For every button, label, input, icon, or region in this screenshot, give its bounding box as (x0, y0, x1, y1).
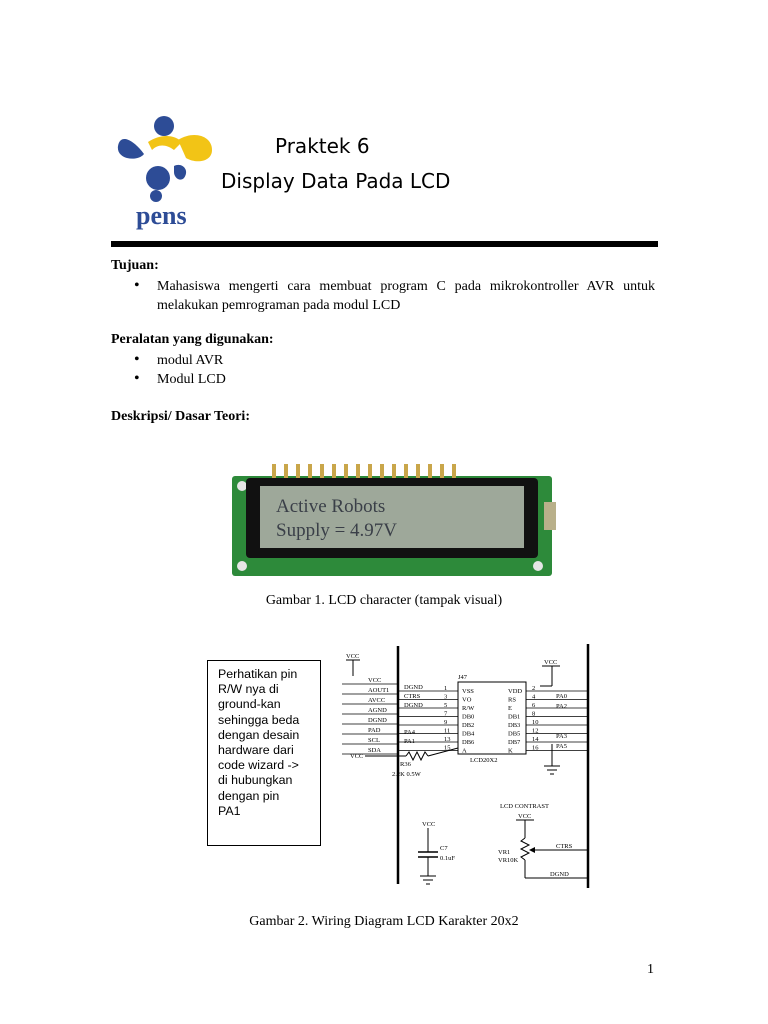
vcc-label-cap: VCC (422, 821, 435, 828)
pin-number: 1 (444, 685, 447, 692)
pin-label: A (462, 748, 467, 755)
vcc-label-left: VCC (346, 653, 359, 660)
tujuan-list: Mahasiswa mengerti cara membuat program … (111, 276, 655, 315)
pin-label: VO (462, 697, 472, 704)
lcd-photo: Active Robots Supply = 4.97V (232, 464, 556, 576)
pin-number: 8 (532, 711, 535, 718)
net-label: PA0 (556, 693, 567, 700)
logo-text: pens (136, 201, 187, 230)
pin-label: R/W (462, 705, 475, 712)
header-rule (111, 241, 658, 247)
pin-number: 3 (444, 694, 447, 701)
tujuan-heading: Tujuan: (111, 258, 159, 273)
net-label: AOUT1 (368, 687, 389, 694)
pin-label: DB3 (508, 722, 520, 729)
pin-label: DB2 (462, 722, 474, 729)
pin-number: 11 (444, 728, 450, 735)
figure1-caption: Gambar 1. LCD character (tampak visual) (265, 593, 503, 608)
pin-number: 9 (444, 719, 447, 726)
net-label: DGND (404, 684, 423, 691)
lcd-text-line2: Supply = 4.97V (276, 520, 397, 541)
lcd-contrast-label: LCD CONTRAST (500, 803, 549, 810)
net-label: PA1 (404, 738, 415, 745)
resistor-ref: R36 (400, 761, 412, 768)
pin-label: DB6 (462, 739, 475, 746)
cap-ref: C7 (440, 845, 448, 852)
practice-number: Praktek 6 (275, 134, 370, 158)
pin-label: VSS (462, 688, 474, 695)
net-label: PAD (368, 727, 381, 734)
pin-number: 5 (444, 702, 447, 709)
net-label: PA4 (404, 729, 416, 736)
vcc-label-pot: VCC (518, 813, 531, 820)
net-label: VCC (368, 677, 381, 684)
pin-number: 6 (532, 702, 536, 709)
cap-value: 0.1uF (440, 855, 455, 862)
net-label: DGND (368, 717, 387, 724)
pin-number: 13 (444, 736, 451, 743)
practice-title: Display Data Pada LCD (221, 169, 451, 193)
peralatan-item: Modul LCD (111, 369, 226, 389)
net-label: AGND (368, 707, 387, 714)
vr-value: VR10K (498, 857, 519, 864)
peralatan-list: modul AVR Modul LCD (111, 350, 226, 389)
vr-ref: VR1 (498, 849, 510, 856)
pin-label: K (508, 748, 513, 755)
vcc-label-res: VCC (350, 753, 363, 760)
net-label: SDA (368, 747, 381, 754)
pin-label: DB5 (508, 731, 520, 738)
note-box (207, 660, 321, 846)
pin-number: 16 (532, 745, 539, 752)
pin-label: DB0 (462, 714, 474, 721)
tujuan-item: Mahasiswa mengerti cara membuat program … (111, 276, 655, 315)
peralatan-item: modul AVR (111, 350, 226, 370)
net-label: AVCC (368, 697, 385, 704)
figure2-caption: Gambar 2. Wiring Diagram LCD Karakter 20… (249, 914, 519, 929)
pin-number: 15 (444, 745, 451, 752)
pin-label: DB4 (462, 731, 475, 738)
vcc-label-right: VCC (544, 659, 557, 666)
ctrs-label: CTRS (556, 843, 573, 850)
dgnd-label: DGND (550, 871, 569, 878)
pin-number: 14 (532, 736, 539, 743)
pin-label: RS (508, 697, 516, 704)
pin-label: VDD (508, 688, 522, 695)
pin-label: DB1 (508, 714, 520, 721)
lcd-text-line1: Active Robots (276, 496, 385, 517)
net-label: PA5 (556, 743, 567, 750)
net-label: PA3 (556, 733, 567, 740)
pin-number: 7 (444, 711, 448, 718)
pens-logo: pens (117, 116, 212, 230)
pin-number: 2 (532, 685, 535, 692)
net-label: SCL (368, 737, 380, 744)
ic-ref: J47 (458, 674, 468, 681)
net-label: PA2 (556, 703, 567, 710)
pin-number: 10 (532, 719, 539, 726)
pin-number: 12 (532, 728, 539, 735)
pin-number: 4 (532, 694, 536, 701)
ic-name: LCD20X2 (470, 757, 497, 764)
net-label: CTRS (404, 693, 421, 700)
pin-label: DB7 (508, 739, 521, 746)
net-label: DGND (404, 702, 423, 709)
page-number: 1 (647, 962, 654, 977)
resistor-value: 2.2K 0.5W (392, 771, 422, 778)
pin-label: E (508, 705, 512, 712)
deskripsi-heading: Deskripsi/ Dasar Teori: (111, 409, 250, 424)
peralatan-heading: Peralatan yang digunakan: (111, 332, 274, 347)
wiring-note: Perhatikan pin R/W nya di ground-kan seh… (218, 667, 300, 818)
